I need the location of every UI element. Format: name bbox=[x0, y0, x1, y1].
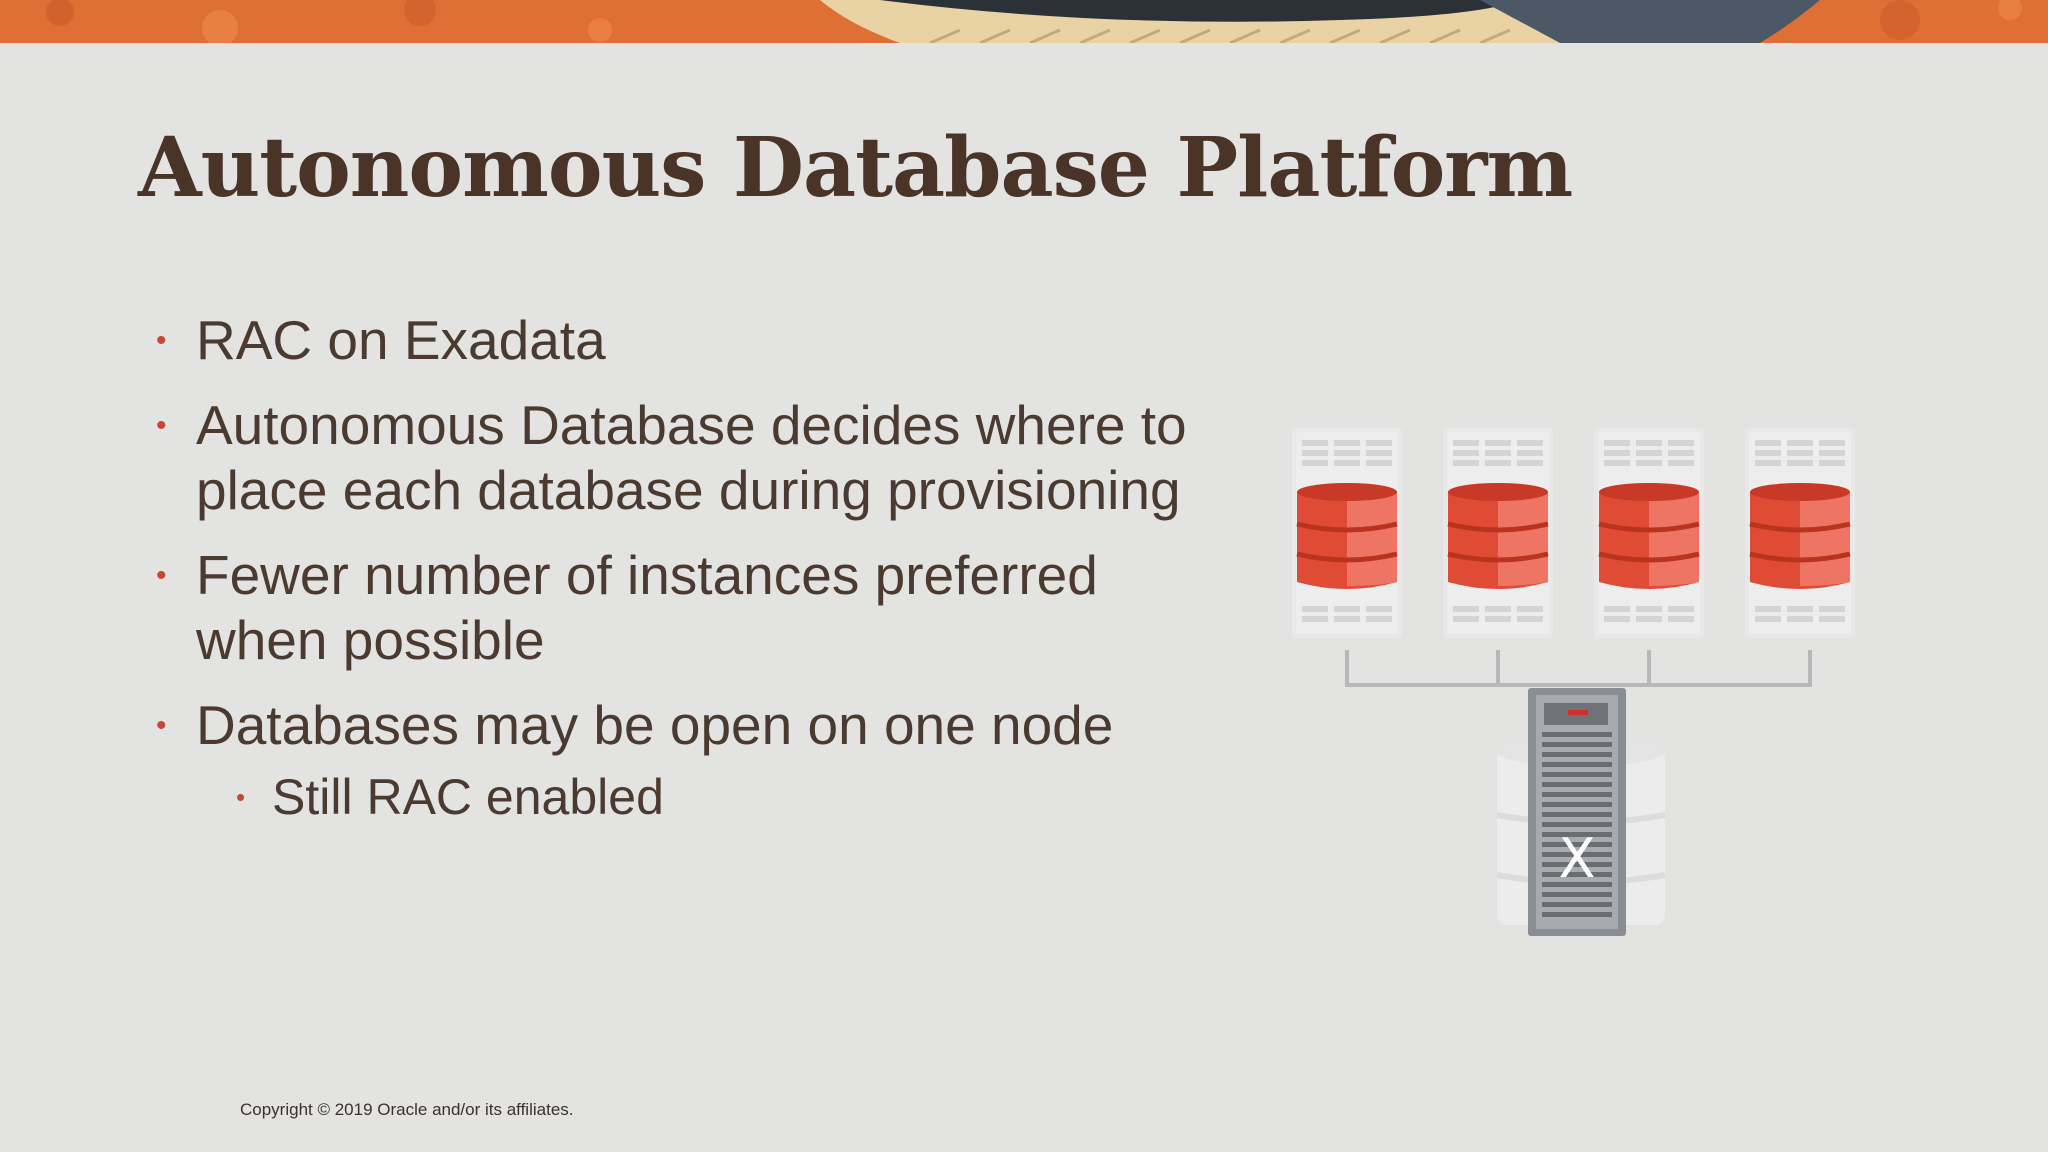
server-icon bbox=[1443, 428, 1553, 638]
server-icon bbox=[1594, 428, 1704, 638]
bullet-item: • Fewer number of instances preferred wh… bbox=[150, 543, 1190, 673]
bullet-text: Autonomous Database decides where to pla… bbox=[196, 394, 1187, 521]
bullet-dot-icon: • bbox=[156, 409, 167, 442]
bullet-dot-icon: • bbox=[156, 559, 167, 592]
bullet-item: • RAC on Exadata bbox=[150, 308, 1190, 373]
copyright-text: Copyright © 2019 Oracle and/or its affil… bbox=[240, 1100, 574, 1119]
bullet-text: RAC on Exadata bbox=[196, 309, 606, 371]
sub-bullet-dot-icon: • bbox=[236, 782, 246, 812]
rack-letter: X bbox=[1559, 827, 1596, 890]
bullet-item: • Autonomous Database decides where to p… bbox=[150, 393, 1190, 523]
bullet-item: • Databases may be open on one node • St… bbox=[150, 693, 1190, 826]
server-icon bbox=[1292, 428, 1402, 638]
bullet-dot-icon: • bbox=[156, 324, 167, 357]
interconnect-lines bbox=[1345, 650, 1812, 687]
slide-title: Autonomous Database Platform bbox=[138, 120, 1573, 216]
bullet-dot-icon: • bbox=[156, 709, 167, 742]
bullet-text: Databases may be open on one node bbox=[196, 694, 1114, 756]
rac-exadata-diagram: X bbox=[1292, 428, 1855, 936]
header-banner bbox=[0, 0, 2048, 43]
server-icon bbox=[1745, 428, 1855, 638]
sub-bullet-text: Still RAC enabled bbox=[272, 769, 664, 825]
bullet-text: Fewer number of instances preferred when… bbox=[196, 544, 1098, 671]
exadata-rack-icon: X bbox=[1528, 688, 1626, 936]
sub-bullet-item: • Still RAC enabled bbox=[196, 768, 1190, 826]
bullet-list: • RAC on Exadata • Autonomous Database d… bbox=[150, 308, 1190, 846]
